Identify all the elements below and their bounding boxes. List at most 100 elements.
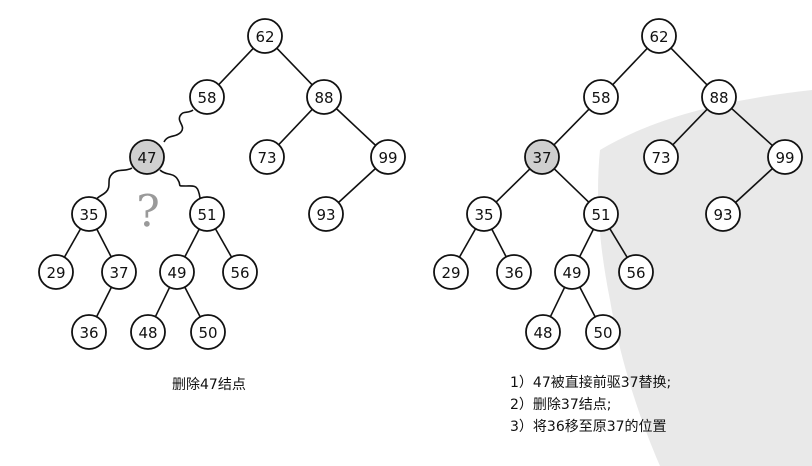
right-node-36: 36	[496, 254, 532, 290]
right-node-circle	[466, 196, 502, 232]
step-3: 3）将36移至原37的位置	[510, 419, 667, 435]
left-node-56: 56	[222, 254, 258, 290]
right-node-circle	[643, 139, 679, 175]
right-node-label: 48	[533, 324, 552, 342]
right-node-circle	[525, 314, 561, 350]
left-edge-49-50	[184, 286, 201, 318]
right-edge-58-37	[553, 108, 590, 146]
left-tree-nodes: 62 58 88 47 73 99 35 51 93 29 37 49 56 36 48 50	[38, 18, 406, 350]
right-edge-62-88	[670, 47, 708, 86]
right-edge-88-99	[731, 107, 773, 147]
right-node-label: 56	[626, 264, 645, 282]
left-node-circle	[308, 196, 344, 232]
left-node-58: 58	[189, 79, 225, 115]
right-node-label: 99	[775, 149, 794, 167]
left-edge-51-49	[184, 228, 200, 258]
left-node-circle	[71, 314, 107, 350]
right-node-88: 88	[701, 79, 737, 115]
right-node-48: 48	[525, 314, 561, 350]
right-node-circle	[583, 196, 619, 232]
right-edge-37-35	[495, 168, 531, 203]
left-node-label: 50	[198, 324, 217, 342]
right-node-58: 58	[583, 79, 619, 115]
right-node-circle	[701, 79, 737, 115]
left-node-label: 29	[46, 264, 65, 282]
right-node-56: 56	[618, 254, 654, 290]
left-node-circle	[306, 79, 342, 115]
left-node-label: 62	[255, 28, 274, 46]
right-node-circle	[524, 139, 560, 175]
left-node-88: 88	[306, 79, 342, 115]
right-node-circle	[705, 196, 741, 232]
left-node-label: 49	[167, 264, 186, 282]
right-edge-49-50	[579, 286, 596, 318]
left-edge-35-37	[96, 228, 112, 258]
left-node-49: 49	[159, 254, 195, 290]
left-edge-35-29	[63, 228, 82, 258]
left-node-62: 62	[247, 18, 283, 54]
step-1: 1）47被直接前驱37替换;	[510, 375, 672, 391]
right-edge-37-51	[553, 168, 590, 203]
left-node-35: 35	[71, 196, 107, 232]
right-tree-steps: 1）47被直接前驱37替换; 2）删除37结点; 3）将36移至原37的位置	[510, 372, 671, 438]
left-node-circle	[249, 139, 285, 175]
left-node-circle	[101, 254, 137, 290]
right-node-label: 37	[532, 149, 551, 167]
left-tree-caption: 删除47结点	[172, 377, 246, 393]
right-node-label: 50	[593, 324, 612, 342]
right-node-circle	[767, 139, 803, 175]
right-node-circle	[583, 79, 619, 115]
right-node-49: 49	[554, 254, 590, 290]
left-node-50: 50	[190, 314, 226, 350]
left-node-circle	[190, 314, 226, 350]
left-node-circle	[370, 139, 406, 175]
right-node-62: 62	[641, 18, 677, 54]
right-node-label: 88	[709, 89, 728, 107]
left-node-circle	[247, 18, 283, 54]
left-node-label: 35	[79, 206, 98, 224]
right-node-circle	[554, 254, 590, 290]
right-edge-62-58	[612, 47, 648, 86]
right-edge-88-73	[672, 108, 708, 146]
left-node-circle	[71, 196, 107, 232]
left-node-circle	[189, 196, 225, 232]
left-node-label: 47	[137, 149, 156, 167]
left-node-label: 48	[138, 324, 157, 342]
left-edge-37-36	[95, 286, 113, 318]
left-node-label: 37	[109, 264, 128, 282]
right-node-label: 35	[474, 206, 493, 224]
right-node-circle	[585, 314, 621, 350]
left-node-label: 99	[378, 149, 397, 167]
right-node-circle	[433, 254, 469, 290]
left-node-73: 73	[249, 139, 285, 175]
left-node-label: 73	[257, 149, 276, 167]
right-node-50: 50	[585, 314, 621, 350]
right-node-label: 58	[591, 89, 610, 107]
left-node-label: 93	[316, 206, 335, 224]
left-node-label: 36	[79, 324, 98, 342]
left-node-circle	[129, 139, 165, 175]
left-tree-edges	[63, 47, 377, 318]
right-node-99: 99	[767, 139, 803, 175]
left-node-51: 51	[189, 196, 225, 232]
left-node-label: 51	[197, 206, 216, 224]
left-node-label: 88	[314, 89, 333, 107]
left-broken-edge-58-47	[163, 109, 194, 143]
right-node-label: 62	[649, 28, 668, 46]
left-node-circle	[38, 254, 74, 290]
right-edge-51-49	[578, 228, 595, 258]
right-edge-35-29	[458, 228, 477, 258]
right-node-circle	[618, 254, 654, 290]
left-node-36: 36	[71, 314, 107, 350]
right-node-label: 29	[441, 264, 460, 282]
right-edge-35-36	[491, 228, 507, 258]
right-node-51: 51	[583, 196, 619, 232]
right-edge-51-56	[609, 228, 628, 258]
right-node-29: 29	[433, 254, 469, 290]
left-edge-88-99	[335, 108, 377, 146]
left-node-93: 93	[308, 196, 344, 232]
right-node-label: 73	[651, 149, 670, 167]
left-edge-49-48	[154, 286, 171, 318]
